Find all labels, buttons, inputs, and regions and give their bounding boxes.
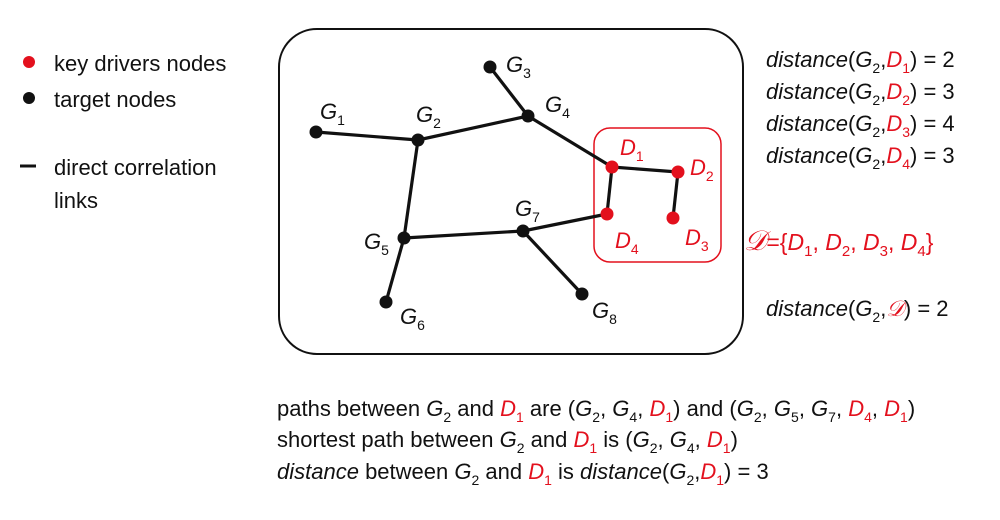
node-label-d4: D4 bbox=[615, 228, 639, 257]
legend: key drivers nodes target nodes direct co… bbox=[20, 51, 226, 213]
edge-g5-g7 bbox=[403, 229, 524, 240]
key-driver-legend-dot bbox=[23, 56, 35, 68]
note-shortest-path: shortest path between G2​ and D1​ is (G2… bbox=[277, 427, 738, 456]
legend-link-label: direct correlation bbox=[54, 155, 217, 180]
node-label-g3: G3 bbox=[506, 52, 531, 81]
legend-key-drivers-label: key drivers nodes bbox=[54, 51, 226, 76]
edge-g7-g8 bbox=[521, 229, 584, 296]
distance-g2-set: distance(G2,𝒟) = 2 bbox=[766, 296, 949, 325]
node-label-g5: G5 bbox=[364, 229, 389, 258]
edge-d1-d2 bbox=[611, 165, 679, 174]
node-g7 bbox=[516, 224, 530, 238]
node-g2 bbox=[411, 133, 425, 147]
driver-set-box bbox=[593, 127, 722, 263]
edge-g2-g4 bbox=[417, 114, 529, 142]
node-g1 bbox=[309, 125, 323, 139]
node-g5 bbox=[397, 231, 411, 245]
edge-g5-g6 bbox=[384, 237, 406, 303]
graph-frame bbox=[278, 28, 744, 355]
edges bbox=[315, 66, 680, 303]
notes: paths between G2​ and D1​ are (G2​, G4​,… bbox=[277, 396, 915, 488]
edge-g2-g5 bbox=[402, 139, 420, 239]
node-label-g4: G4 bbox=[545, 92, 570, 121]
node-g3 bbox=[483, 60, 497, 74]
note-distance: distance between G2​ and D1​ is distance… bbox=[277, 459, 769, 488]
legend-target-label: target nodes bbox=[54, 87, 176, 112]
node-label-g1: G1 bbox=[320, 99, 345, 128]
distance-list: distance(G2,D1) = 2 distance(G2,D2) = 3 di… bbox=[744, 47, 955, 325]
node-d1 bbox=[605, 160, 619, 174]
legend-link-label-2: links bbox=[54, 188, 98, 213]
node-label-d3: D3 bbox=[685, 225, 709, 254]
node-d2 bbox=[671, 165, 685, 179]
node-label-g8: G8 bbox=[592, 298, 617, 327]
edge-g4-d1 bbox=[527, 114, 613, 169]
node-g6 bbox=[379, 295, 393, 309]
node-g4 bbox=[521, 109, 535, 123]
nodes bbox=[309, 60, 685, 309]
edge-g7-d4 bbox=[522, 212, 608, 233]
edge-d2-d3 bbox=[671, 171, 680, 219]
node-label-d2: D2 bbox=[690, 155, 714, 184]
distance-g2-d4: distance(G2,D4) = 3 bbox=[766, 143, 955, 172]
node-label-g2: G2 bbox=[416, 102, 441, 131]
node-label-d1: D1 bbox=[620, 135, 644, 164]
target-legend-dot bbox=[23, 92, 35, 104]
node-g8 bbox=[575, 287, 589, 301]
driver-set-definition: 𝒟={D1, D2, D3, D4} bbox=[744, 224, 934, 260]
edge-g3-g4 bbox=[488, 66, 530, 117]
node-label-g7: G7 bbox=[515, 196, 540, 225]
note-paths: paths between G2​ and D1​ are (G2​, G4​,… bbox=[277, 396, 915, 425]
distance-g2-d3: distance(G2,D3) = 4 bbox=[766, 111, 955, 140]
node-label-g6: G6 bbox=[400, 304, 425, 333]
edge-g1-g2 bbox=[315, 130, 419, 142]
edge-d4-d1 bbox=[605, 166, 614, 215]
node-d4 bbox=[600, 207, 614, 221]
node-d3 bbox=[666, 211, 680, 225]
distance-g2-d1: distance(G2,D1) = 2 bbox=[766, 47, 955, 76]
distance-g2-d2: distance(G2,D2) = 3 bbox=[766, 79, 955, 108]
